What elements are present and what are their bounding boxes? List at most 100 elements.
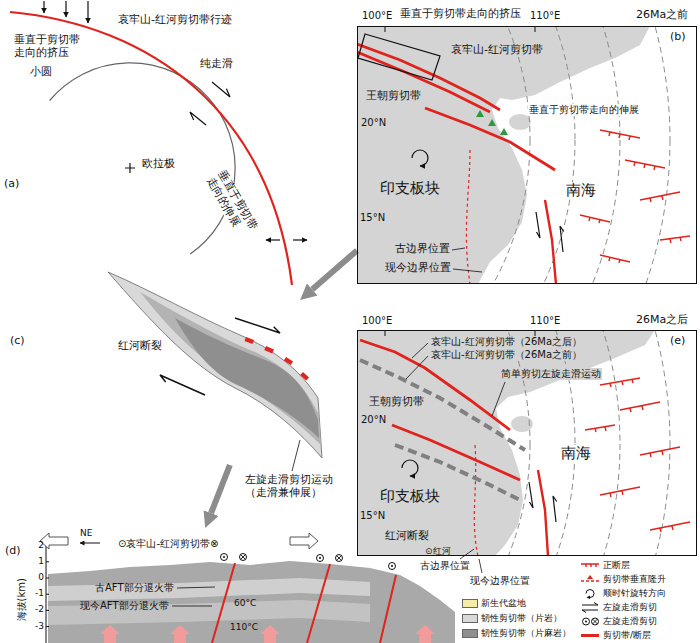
section-panel: (c): [5, 300, 330, 465]
annotation-label: 纯走滑: [200, 58, 233, 71]
fault-line-symbol: [581, 634, 599, 637]
legend-label: 顺时针旋转方向: [603, 588, 666, 598]
annotation-label: 欧拉极: [142, 158, 175, 171]
annotation-label: NE: [80, 528, 92, 538]
annotation-label: 红河断裂: [385, 530, 429, 543]
sinistral-symbol: [582, 603, 598, 613]
flow-arrow: [211, 465, 230, 513]
legend-item: 韧性剪切带（片岩）: [462, 613, 562, 624]
into-page-symbol: [336, 555, 343, 562]
slip-half-arrow: [190, 112, 206, 125]
coordinate: 15°N: [360, 510, 385, 522]
compression-arrow: [87, 1, 88, 23]
region-name: 印支板块: [380, 180, 440, 197]
annotation-label: 垂直于剪切带走向的挤压: [14, 34, 82, 59]
tick-label: -3: [30, 621, 44, 631]
annotation-label: ⊙红河: [425, 546, 451, 556]
legend-symbol: [580, 560, 600, 571]
out-of-page-dot: [391, 565, 393, 567]
slip-half-arrow: [560, 226, 564, 252]
legend-label: 左旋走滑剪切: [603, 616, 657, 626]
rotation-symbol: [587, 596, 591, 600]
axis-line: [46, 538, 49, 643]
region-name: 南海: [565, 182, 597, 199]
coordinate: 110°E: [530, 315, 560, 327]
middle-band: [140, 292, 321, 445]
slip-half-arrow: [536, 212, 540, 238]
panel-letter: (d): [5, 545, 21, 558]
legend-label: 剪切带垂直隆升: [603, 574, 666, 584]
fault: [307, 564, 330, 643]
strike-slip-fault: [538, 470, 548, 556]
legend-swatch: [462, 599, 478, 608]
legend-label: 韧性剪切带（片麻岩）: [481, 628, 571, 638]
small-circle: [50, 63, 236, 254]
panel-heading: 26Ma之前: [636, 9, 688, 22]
rotation-symbol: [402, 460, 418, 476]
small-circle-grid: [357, 26, 530, 284]
axis-title: 海拔(km): [16, 578, 28, 621]
fault-marker: [245, 337, 310, 381]
coordinate: 20°N: [360, 414, 387, 426]
into-page-cross: [337, 556, 342, 561]
normal-fault: [580, 215, 610, 223]
annotation-label: 110°C: [230, 622, 258, 632]
annotation-label: 现今边界位置: [470, 575, 530, 587]
legend-symbol: [580, 602, 600, 613]
normal-fault: [585, 425, 615, 432]
normal-fault: [625, 160, 665, 170]
panel-letter: (a): [4, 178, 19, 191]
tick-label: 0: [30, 572, 44, 582]
legend-symbol: [580, 630, 600, 641]
legend-symbol: [580, 616, 600, 627]
annotation-label: 简单剪切左旋走滑运动: [500, 368, 602, 380]
out-of-page-dot: [585, 621, 587, 623]
annotation-label: 垂直于剪切带走向的伸展: [528, 104, 640, 116]
annotation-label: ⊙哀牢山-红河剪切带⊗: [118, 538, 218, 550]
map-b: [357, 26, 697, 284]
annotation-label: 红河断裂: [118, 340, 162, 353]
present-aft-zone: [48, 600, 370, 625]
annotation-label: 哀牢山-红河剪切带行迹: [118, 14, 232, 27]
legend-symbol: [580, 574, 600, 585]
normal-fault: [600, 378, 640, 387]
map-panel: 26Ma之后(e): [357, 330, 697, 556]
compression-arrow: [43, 1, 44, 13]
direction-arrow: [80, 543, 100, 544]
small-circle-grid: [357, 330, 697, 556]
normal-fault: [620, 402, 660, 412]
shear-zone: [425, 108, 555, 170]
out-of-page-dot: [319, 557, 321, 559]
region-name: 印支板块: [380, 488, 440, 505]
crust-section: [48, 561, 455, 643]
uplift-symbol: [476, 110, 508, 135]
coordinate: 100°E: [362, 10, 392, 22]
annotation-label: 垂直于剪切带走向的伸展: [204, 168, 261, 241]
small-circle-grid: [357, 330, 575, 556]
flow-arrow: [312, 250, 357, 289]
panel-d: [40, 533, 455, 643]
small-circle-grid: [357, 26, 620, 284]
into-page-symbol: [240, 554, 247, 561]
normal-fault: [600, 487, 640, 497]
slip-half-arrow: [235, 318, 280, 333]
annotation-label: 垂直于剪切带走向的挤压: [400, 8, 521, 21]
annotation-label: 左旋走滑剪切运动（走滑兼伸展）: [245, 474, 337, 499]
annotation-label: 小圆: [30, 66, 52, 79]
into-page-cross: [241, 555, 246, 560]
inset-frame: [358, 34, 440, 80]
uplift-arrow: [100, 625, 435, 643]
slip-half-arrow: [212, 82, 230, 97]
normal-fault: [600, 255, 630, 263]
normal-fault: [640, 192, 680, 202]
island: [509, 114, 531, 130]
annotation-label: 60°C: [234, 598, 256, 608]
leader-line: [292, 440, 300, 471]
into-page-symbol: [592, 618, 599, 625]
out-of-page-symbol: [317, 555, 324, 562]
map-e: [357, 330, 697, 556]
coordinate: 100°E: [362, 315, 392, 327]
uplift-symbol: [581, 580, 599, 581]
rotation-symbol: [412, 150, 428, 166]
